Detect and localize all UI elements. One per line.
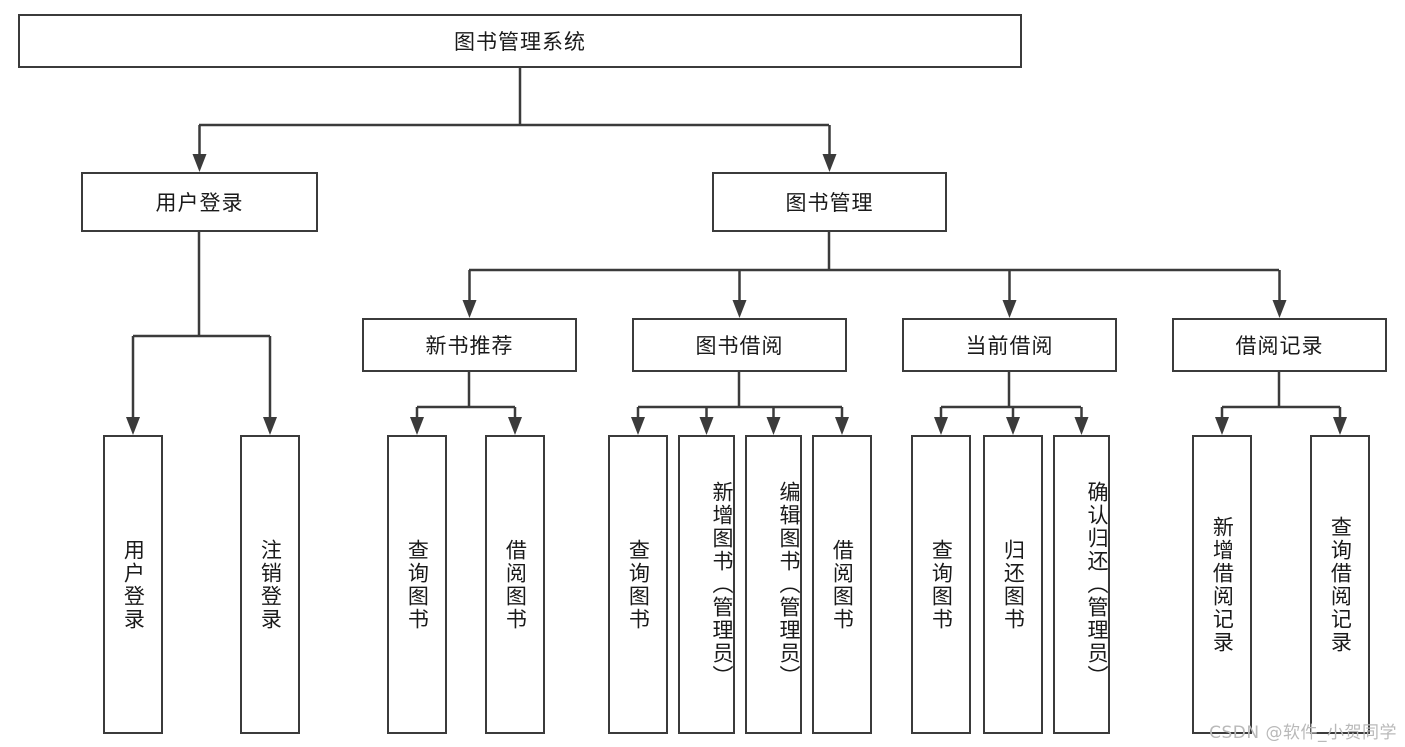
node-leaf-borrow-book[interactable]: 借阅图书 [812,435,872,734]
node-leaf-query-record[interactable]: 查询借阅记录 [1310,435,1370,734]
bus-root-to-book-manage-head [822,154,837,172]
node-leaf-edit-book[interactable]: 编辑图书（管理员） [745,435,802,734]
node-label: 图书管理 [785,191,874,215]
bus-book-borrow-to-leaf-edit-book-head [766,417,781,435]
node-label: 确认归还（管理员） [1085,481,1109,688]
node-label: 用户登录 [121,538,146,631]
node-label: 编辑图书（管理员） [777,481,801,688]
node-new-book-rec[interactable]: 新书推荐 [362,318,577,372]
node-leaf-return-book[interactable]: 归还图书 [983,435,1043,734]
bus-book-borrow-to-leaf-borrow-book-head [835,417,849,435]
node-borrow-record[interactable]: 借阅记录 [1172,318,1387,372]
node-label: 借阅图书 [503,538,528,631]
node-label: 借阅记录 [1235,334,1324,358]
bus-book-manage-to-borrow-record-head [1272,300,1287,318]
node-user-login[interactable]: 用户登录 [81,172,318,232]
node-root[interactable]: 图书管理系统 [18,14,1022,68]
bus-book-borrow-to-leaf-query-book-borrow-head [631,417,645,435]
bus-current-borrow-to-leaf-confirm-return-head [1074,417,1089,435]
node-book-manage[interactable]: 图书管理 [712,172,947,232]
node-label: 归还图书 [1001,538,1026,631]
node-leaf-query-book-rec[interactable]: 查询图书 [387,435,447,734]
node-current-borrow[interactable]: 当前借阅 [902,318,1117,372]
node-label: 当前借阅 [965,334,1054,358]
node-leaf-user-logout[interactable]: 注销登录 [240,435,300,734]
bus-user-login-to-leaf-user-logout-head [263,417,277,435]
node-label: 查询图书 [929,538,954,631]
node-label: 新书推荐 [425,334,514,358]
node-label: 查询图书 [405,538,430,631]
bus-root-to-user-login-head [192,154,207,172]
node-label: 图书管理系统 [454,30,586,54]
node-leaf-add-record[interactable]: 新增借阅记录 [1192,435,1252,734]
node-label: 查询图书 [626,538,651,631]
node-label: 新增图书（管理员） [710,481,734,688]
bus-new-book-rec-to-leaf-query-book-rec-head [410,417,424,435]
node-label: 注销登录 [258,538,283,631]
bus-borrow-record-to-leaf-query-record-head [1333,417,1347,435]
node-label: 查询借阅记录 [1328,515,1353,654]
bus-borrow-record-to-leaf-add-record-head [1215,417,1229,435]
bus-book-borrow-to-leaf-add-book-head [699,417,714,435]
node-leaf-borrow-book-rec[interactable]: 借阅图书 [485,435,545,734]
node-label: 用户登录 [155,191,244,215]
bus-current-borrow-to-leaf-query-book-cur-head [934,417,948,435]
node-book-borrow[interactable]: 图书借阅 [632,318,847,372]
node-label: 借阅图书 [830,538,855,631]
node-leaf-user-login[interactable]: 用户登录 [103,435,163,734]
watermark-text: CSDN @软件_小贺同学 [1209,723,1397,743]
bus-new-book-rec-to-leaf-borrow-book-rec-head [508,417,522,435]
bus-book-manage-to-book-borrow-head [732,300,747,318]
node-label: 图书借阅 [695,334,784,358]
bus-user-login-to-leaf-user-login-head [126,417,140,435]
bus-book-manage-to-new-book-rec-head [462,300,477,318]
node-leaf-add-book[interactable]: 新增图书（管理员） [678,435,735,734]
node-leaf-confirm-return[interactable]: 确认归还（管理员） [1053,435,1110,734]
bus-book-manage-to-current-borrow-head [1002,300,1017,318]
node-label: 新增借阅记录 [1210,515,1235,654]
node-leaf-query-book-borrow[interactable]: 查询图书 [608,435,668,734]
node-leaf-query-book-cur[interactable]: 查询图书 [911,435,971,734]
bus-current-borrow-to-leaf-return-book-head [1006,417,1020,435]
